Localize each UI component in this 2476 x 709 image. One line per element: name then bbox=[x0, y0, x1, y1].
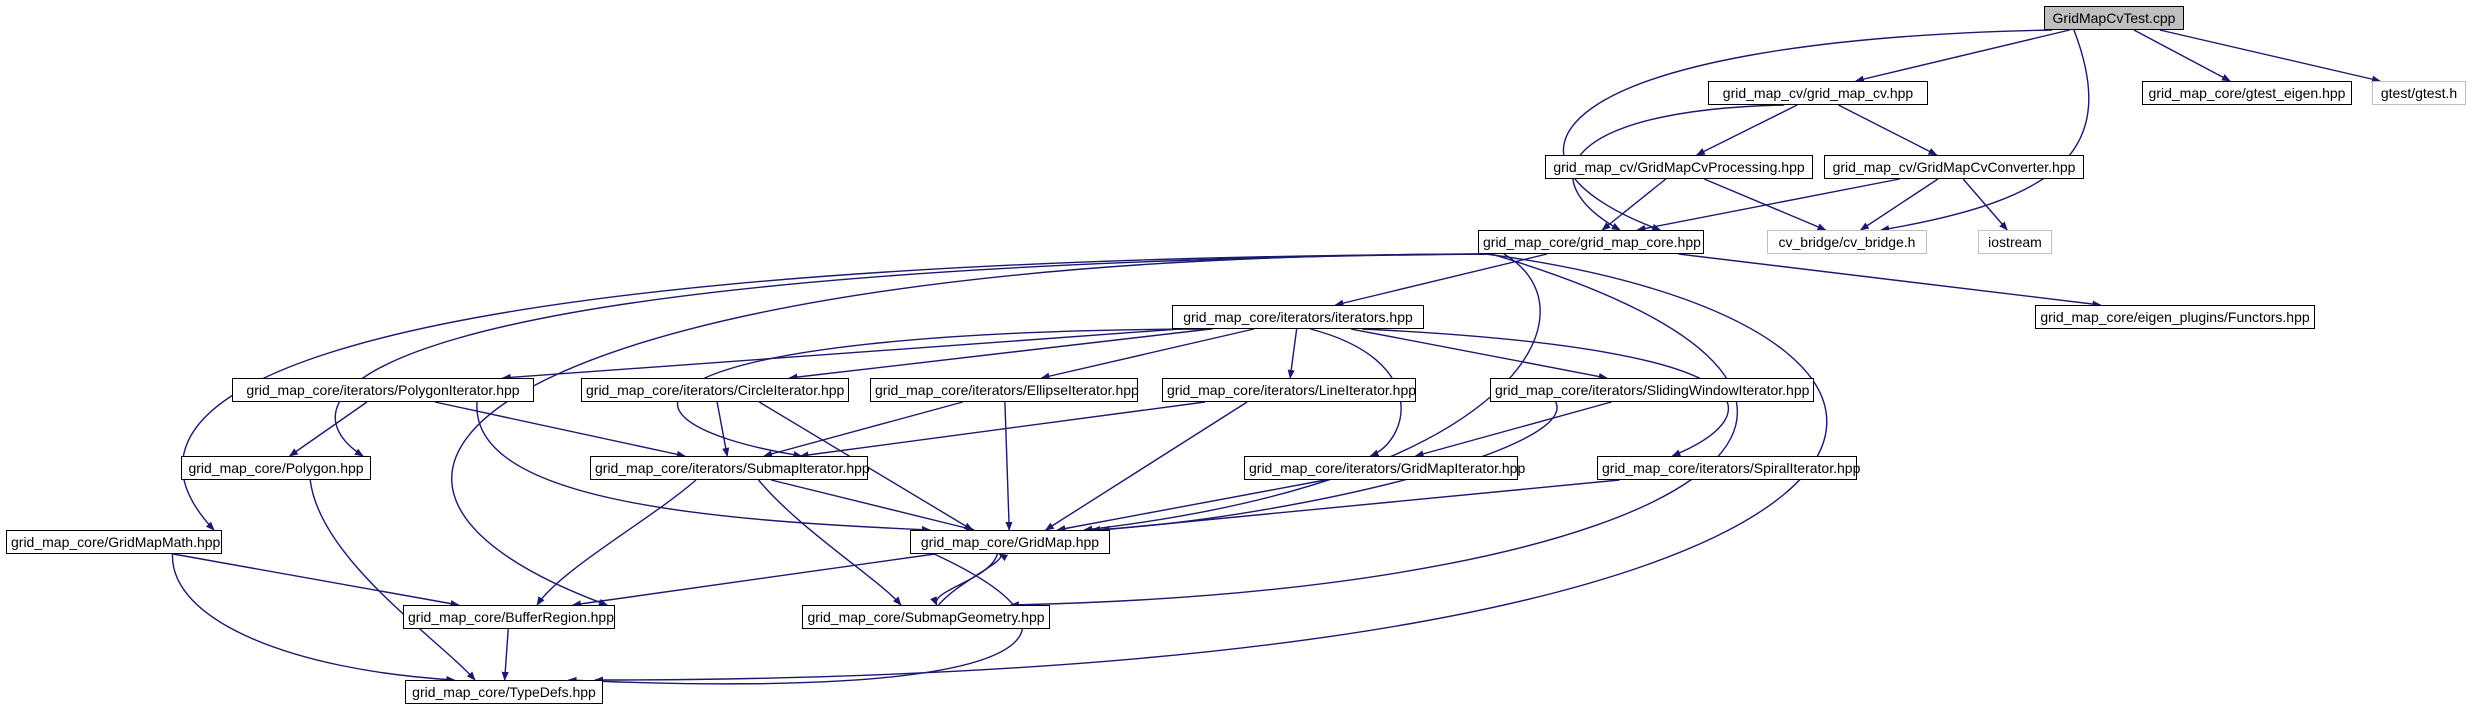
node-gridmapcvconverter[interactable]: grid_map_cv/GridMapCvConverter.hpp bbox=[1824, 155, 2084, 179]
node-gtest-eigen[interactable]: grid_map_core/gtest_eigen.hpp bbox=[2142, 81, 2352, 105]
edge-gridmap-to-bufferregion bbox=[571, 553, 935, 608]
edge-grid_map_cv-to-gridmapcvprocessing bbox=[1695, 104, 1798, 156]
edge-iterators-to-circleiterator bbox=[788, 328, 1211, 381]
edge-grid_map_cv-to-grid_map_core bbox=[1572, 104, 1784, 231]
edge-grid_map_core-to-typedefs bbox=[594, 253, 1828, 684]
node-typedefs[interactable]: grid_map_core/TypeDefs.hpp bbox=[405, 680, 603, 704]
edge-bufferregion-to-typedefs bbox=[501, 628, 509, 681]
edge-gridmapcvtest-to-gtest bbox=[2159, 29, 2381, 83]
node-grid-map-cv[interactable]: grid_map_cv/grid_map_cv.hpp bbox=[1708, 81, 1928, 105]
edge-iterators-to-polygoniterator bbox=[501, 328, 1181, 382]
node-submapiterator[interactable]: grid_map_core/iterators/SubmapIterator.h… bbox=[590, 456, 870, 480]
edges-layer bbox=[171, 29, 2381, 685]
node-polygon[interactable]: grid_map_core/Polygon.hpp bbox=[181, 456, 371, 480]
edge-ellipseiterator-to-submapiterator bbox=[763, 401, 963, 458]
edge-grid_map_core-to-polygon bbox=[334, 253, 1487, 457]
edge-gridmapcvconverter-to-iostream bbox=[1962, 178, 2008, 231]
edge-circleiterator-to-submapiterator bbox=[716, 401, 730, 457]
edge-gridmap-to-typedefs bbox=[567, 553, 1024, 685]
edge-gridmap-to-submapgeometry bbox=[930, 553, 999, 606]
edge-gridmapcvconverter-to-grid_map_core bbox=[1636, 178, 1900, 232]
node-gtest[interactable]: gtest/gtest.h bbox=[2372, 81, 2466, 105]
edge-grid_map_core-to-bufferregion bbox=[451, 253, 1487, 606]
edge-gridmapcvtest-to-grid_map_core bbox=[1562, 29, 2053, 231]
edge-lineiterator-to-submapiterator bbox=[799, 401, 1206, 459]
node-gridmap[interactable]: grid_map_core/GridMap.hpp bbox=[910, 530, 1110, 554]
edge-gridmapcvconverter-to-cv_bridge bbox=[1859, 178, 1939, 231]
edge-submapiterator-to-bufferregion bbox=[536, 479, 697, 606]
node-lineiterator[interactable]: grid_map_core/iterators/LineIterator.hpp bbox=[1162, 378, 1416, 402]
edge-submapiterator-to-submapgeometry bbox=[758, 479, 902, 606]
node-slidingwindowiterator[interactable]: grid_map_core/iterators/SlidingWindowIte… bbox=[1490, 378, 1814, 402]
node-gridmapcvtest[interactable]: GridMapCvTest.cpp bbox=[2044, 6, 2184, 30]
node-bufferregion[interactable]: grid_map_core/BufferRegion.hpp bbox=[403, 605, 615, 629]
node-cv-bridge[interactable]: cv_bridge/cv_bridge.h bbox=[1767, 230, 1927, 254]
node-circleiterator[interactable]: grid_map_core/iterators/CircleIterator.h… bbox=[581, 378, 849, 402]
edge-gridmapiterator-to-gridmap bbox=[1056, 479, 1326, 533]
node-spiraliterator[interactable]: grid_map_core/iterators/SpiralIterator.h… bbox=[1597, 456, 1860, 480]
edge-polygoniterator-to-polygon bbox=[288, 401, 368, 457]
edge-spiraliterator-to-gridmap bbox=[1100, 479, 1620, 533]
node-iostream[interactable]: iostream bbox=[1978, 230, 2052, 254]
edge-polygon-to-typedefs bbox=[309, 479, 476, 681]
node-ellipseiterator[interactable]: grid_map_core/iterators/EllipseIterator.… bbox=[870, 378, 1139, 402]
edge-gridmapcvtest-to-cv_bridge bbox=[1880, 29, 2090, 233]
node-gridmapiterator[interactable]: grid_map_core/iterators/GridMapIterator.… bbox=[1244, 456, 1525, 480]
edge-iterators-to-slidingwindowiterator bbox=[1350, 328, 1608, 381]
edge-ellipseiterator-to-gridmap bbox=[1004, 401, 1013, 531]
node-grid-map-core[interactable]: grid_map_core/grid_map_core.hpp bbox=[1478, 230, 1704, 254]
edge-submapiterator-to-gridmap bbox=[770, 479, 976, 532]
edge-gridmapmath-to-bufferregion bbox=[173, 553, 460, 608]
node-polygoniterator[interactable]: grid_map_core/iterators/PolygonIterator.… bbox=[232, 378, 534, 402]
edge-gridmapcvtest-to-grid_map_cv bbox=[1854, 29, 2070, 83]
edge-polygoniterator-to-submapiterator bbox=[434, 401, 686, 458]
edge-iterators-to-lineiterator bbox=[1287, 328, 1298, 379]
node-functors[interactable]: grid_map_core/eigen_plugins/Functors.hpp bbox=[2035, 305, 2315, 329]
edge-grid_map_cv-to-gridmapcvconverter bbox=[1838, 104, 1938, 156]
edge-grid_map_core-to-iterators bbox=[1334, 253, 1548, 307]
node-gridmapcvprocessing[interactable]: grid_map_cv/GridMapCvProcessing.hpp bbox=[1545, 155, 1813, 179]
edge-slidingwindowiterator-to-gridmapiterator bbox=[1414, 401, 1612, 458]
edge-grid_map_core-to-functors bbox=[1678, 253, 2102, 308]
edge-submapgeometry-to-gridmap bbox=[938, 553, 1009, 606]
edge-gridmapmath-to-typedefs bbox=[171, 553, 456, 684]
edge-gridmapcvtest-to-gtest_eigen bbox=[2133, 29, 2231, 82]
edge-lineiterator-to-gridmap bbox=[1044, 401, 1248, 531]
edge-gridmapcvprocessing-to-grid_map_core bbox=[1601, 178, 1667, 231]
edge-polygoniterator-to-gridmap bbox=[476, 401, 931, 534]
node-submapgeometry[interactable]: grid_map_core/SubmapGeometry.hpp bbox=[802, 605, 1050, 629]
node-iterators[interactable]: grid_map_core/iterators/iterators.hpp bbox=[1172, 305, 1424, 329]
node-gridmapmath[interactable]: grid_map_core/GridMapMath.hpp bbox=[6, 530, 222, 554]
edge-iterators-to-ellipseiterator bbox=[1040, 328, 1255, 380]
